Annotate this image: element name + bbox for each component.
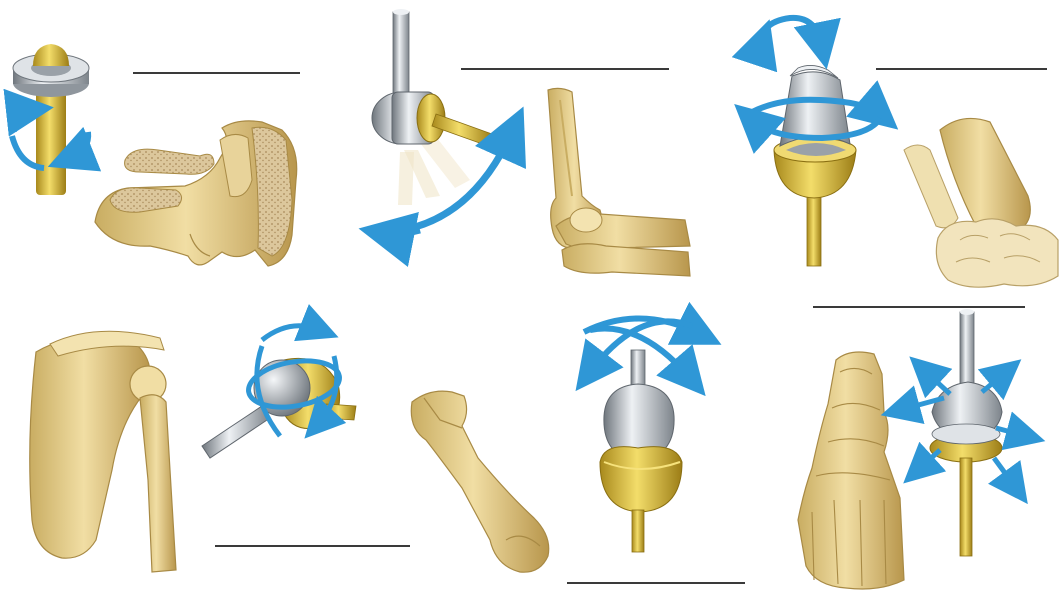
elbow-joint-illustration <box>548 88 690 276</box>
foot-tarsal-bones-illustration <box>798 352 904 589</box>
plane-gliding-joint-model-icon <box>900 309 1026 556</box>
atlas-axis-vertebrae-illustration <box>95 121 297 266</box>
thumb-carpometacarpal-illustration <box>904 118 1058 287</box>
saddle-joint-model-icon <box>752 18 880 266</box>
condyloid-joint-panel <box>411 318 745 583</box>
hinge-joint-model-icon <box>372 9 512 235</box>
hinge-joint-panel <box>372 9 690 276</box>
condyloid-joint-model-icon <box>584 318 700 552</box>
ball-and-socket-joint-model-icon <box>202 326 356 458</box>
plane-joint-panel <box>798 307 1026 589</box>
pivot-joint-model-icon <box>12 44 89 195</box>
shoulder-joint-illustration <box>30 331 176 572</box>
saddle-joint-panel <box>752 18 1058 287</box>
ball-and-socket-joint-panel <box>30 326 410 572</box>
wrist-bones-illustration <box>411 391 548 572</box>
pivot-joint-panel <box>12 44 300 266</box>
